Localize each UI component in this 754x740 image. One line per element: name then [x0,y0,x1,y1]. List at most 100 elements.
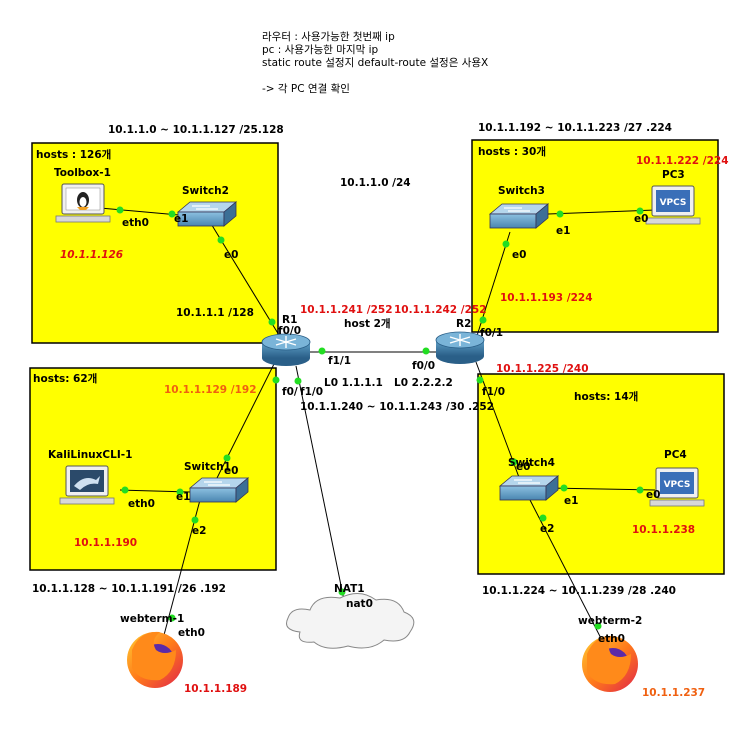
pc4-vpcs-icon[interactable] [649,467,705,507]
port-dot [268,318,276,326]
addr-webterm1: 10.1.1.189 [184,683,247,695]
port-label: f0/ [282,386,298,398]
device-label-switch1: Switch1 [184,461,231,473]
addr-lo1: L0 1.1.1.1 [324,377,383,389]
subnet-center: 10.1.1.0 /24 [340,177,411,189]
addr-r1-sw1: 10.1.1.129 /192 [164,384,257,396]
port-dot [223,454,231,462]
port-label: f0/1 [480,327,503,339]
device-label-toolbox: Toolbox-1 [54,167,111,179]
note-line-1: 라우터 : 사용가능한 첫번째 ip [262,31,395,43]
addr-r2-sw3: 10.1.1.193 /224 [500,292,593,304]
addr-pc4: 10.1.1.238 [632,524,695,536]
note-line-2: pc : 사용가능한 마지막 ip [262,44,379,56]
link-r1-nat1 [295,365,346,606]
port-label: f1/0 [482,386,505,398]
port-label: eth0 [598,633,625,645]
pc3-vpcs-icon[interactable] [645,185,701,225]
port-dot [272,376,280,384]
device-label-r1: R1 [282,314,297,326]
port-dot [318,347,326,355]
pc3-vpcs-label: VPCS [660,198,687,208]
zone-top-right[interactable] [471,139,719,333]
router-r2-icon[interactable] [435,331,485,364]
port-dot [294,377,302,385]
port-label: eth0 [178,627,205,639]
switch3-icon[interactable] [488,203,550,229]
device-label-switch3: Switch3 [498,185,545,197]
port-label: e1 [176,491,190,503]
port-dot [560,484,568,492]
port-label: e2 [192,525,206,537]
subnet-bottom-right: 10.1.1.224 ~ 10.1.1.239 /28 .240 [482,585,676,597]
switch2-icon[interactable] [176,201,238,227]
link-switch1-webterm1 [159,499,201,651]
port-dot [176,488,184,496]
port-dot [556,210,564,218]
port-label: e0 [512,249,526,261]
note-line-4: -> 각 PC 연결 확인 [262,82,350,95]
kali-computer-icon[interactable] [59,465,115,505]
device-label-r2: R2 [456,318,471,330]
subnet-top-right: 10.1.1.192 ~ 10.1.1.223 /27 .224 [478,122,672,134]
port-label: e0 [224,249,238,261]
device-label-switch2: Switch2 [182,185,229,197]
port-dot [594,622,602,630]
zone-tr-hosts: hosts : 30개 [478,145,546,158]
addr-toolbox: 10.1.1.126 [60,249,123,261]
zone-bl-hosts: hosts: 62개 [33,372,97,385]
port-label: e0 [516,461,530,473]
nat-cloud-icon[interactable] [286,593,415,649]
port-dot [636,486,644,494]
device-label-pc3: PC3 [662,169,685,181]
webterm2-firefox-icon[interactable] [582,635,638,692]
port-dot [636,207,644,215]
port-dot [510,458,518,466]
port-dot [422,347,430,355]
port-dot [121,486,129,494]
port-dot [479,316,487,324]
port-label: f1/1 [328,355,351,367]
zone-tl-hosts: hosts : 126개 [36,148,111,161]
switch1-icon[interactable] [188,477,250,503]
switch4-icon[interactable] [498,475,560,501]
port-dot [476,376,484,384]
addr-pc3: 10.1.1.222 /224 [636,155,729,167]
device-label-nat1: NAT1 [334,583,365,595]
port-label: nat0 [346,598,373,610]
port-dot [539,514,547,522]
port-label: e0 [646,489,660,501]
device-label-pc4: PC4 [664,449,687,461]
link-r2-switch3 [474,231,511,343]
addr-r1-sw2: 10.1.1.1 /128 [176,307,254,319]
link-r1-switch1 [211,361,276,489]
note-line-3: static route 설정지 default-route 설정은 사용X [262,57,488,69]
port-dot [168,614,176,622]
addr-lo2: L0 2.2.2.2 [394,377,453,389]
port-label: e0 [634,213,648,225]
device-label-kali: KaliLinuxCLI-1 [48,449,132,461]
pc4-vpcs-label: VPCS [664,480,691,490]
addr-r1-r2-r2side: 10.1.1.242 /252 [394,304,487,316]
port-label: f1/0 [300,386,323,398]
toolbox-computer-icon[interactable] [55,183,111,223]
zone-br-hosts: hosts: 14개 [574,390,638,403]
port-dot [217,236,225,244]
port-dot [338,588,346,596]
port-dot [168,210,176,218]
router-r1-icon[interactable] [261,333,311,366]
link-switch4-webterm2 [529,499,608,651]
addr-host2: host 2개 [344,317,391,330]
port-dot [191,516,199,524]
port-label: e1 [174,213,188,225]
zone-top-left[interactable] [31,142,279,344]
device-label-webterm1: webterm-1 [120,613,184,625]
addr-r2-sw4: 10.1.1.225 /240 [496,363,589,375]
addr-kali: 10.1.1.190 [74,537,137,549]
device-label-switch4: Switch4 [508,457,555,469]
port-label: e1 [564,495,578,507]
port-label: e2 [540,523,554,535]
webterm1-firefox-icon[interactable] [127,631,183,688]
port-label: eth0 [122,217,149,229]
